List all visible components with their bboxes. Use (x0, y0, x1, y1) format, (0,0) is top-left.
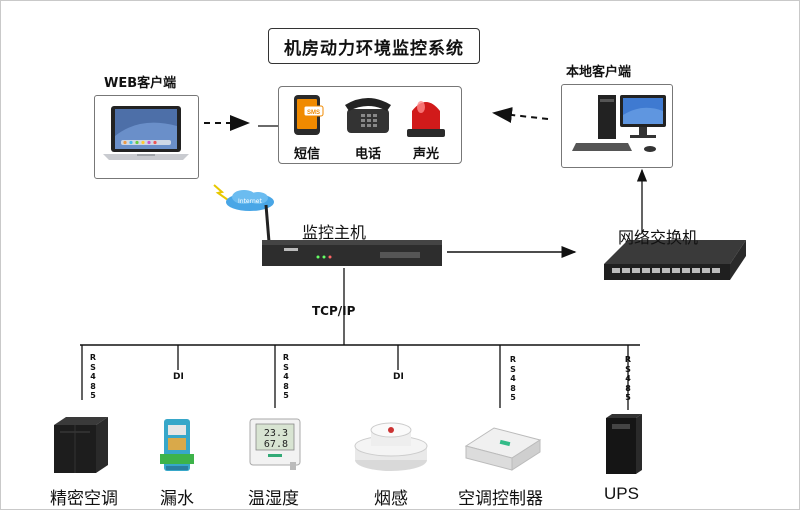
device-label-water-leak: 漏水 (160, 489, 194, 509)
local-client-label: 本地客户端 (566, 65, 632, 80)
local-client-panel (561, 84, 673, 168)
alarm-output-panel: SMS 短信 电话 声光 (278, 86, 462, 164)
device-label-smoke: 烟感 (374, 489, 408, 509)
protocol-label-water-leak: DI (173, 372, 184, 382)
diagram-title: 机房动力环境监控系统 (268, 28, 480, 64)
sms-badge-text: SMS (307, 110, 320, 116)
alarm-label-phone: 电话 (355, 147, 382, 162)
bus-label: TCP/IP (312, 304, 356, 318)
local-to-alarm-arrow (492, 107, 549, 123)
device-label-temp-humidity: 温湿度 (248, 489, 299, 509)
web-client-label: WEB客户端 (104, 76, 177, 91)
host-label: 监控主机 (302, 223, 367, 242)
protocol-label-smoke: DI (393, 372, 404, 382)
device-label-ups: UPS (604, 484, 639, 503)
alarm-siren-icon (407, 101, 445, 137)
sms-phone-icon: SMS (294, 95, 324, 135)
alarm-label-siren: 声光 (413, 147, 440, 162)
desk-phone-icon (345, 98, 391, 133)
device-label-ac-controller: 空调控制器 (458, 489, 543, 509)
alarm-label-sms: 短信 (294, 147, 321, 162)
switch-label: 网络交换机 (618, 228, 699, 247)
web-client-panel (94, 95, 199, 179)
desktop-computer-icon (572, 95, 666, 152)
device-label-precision-ac: 精密空调 (50, 489, 118, 509)
internet-label: Internet (238, 198, 262, 205)
laptop-icon (103, 106, 189, 160)
